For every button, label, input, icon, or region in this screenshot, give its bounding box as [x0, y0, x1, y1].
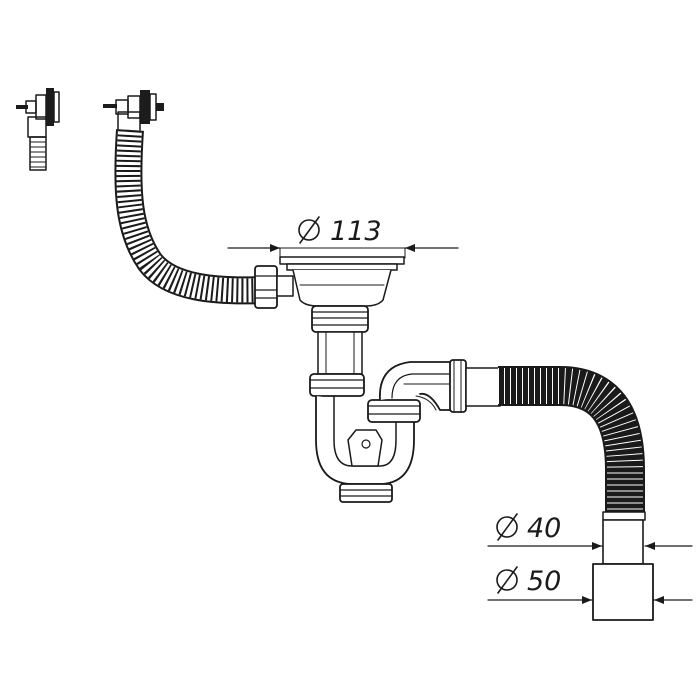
dimension-label-113: 113	[330, 216, 382, 247]
overflow-corrugated-hose	[114, 129, 266, 305]
dimension-outlet-50: 50	[487, 566, 693, 604]
dimension-label-40: 40	[527, 513, 561, 544]
outlet-elbow	[379, 359, 501, 413]
dimension-outlet-40: 40	[487, 513, 693, 550]
dimension-label-50: 50	[527, 566, 561, 597]
overflow-fitting-side-view	[16, 88, 60, 171]
bottle-trap	[309, 305, 421, 503]
diameter-symbol	[298, 216, 320, 244]
dimension-sink-diameter: 113	[227, 216, 459, 259]
overflow-fitting	[103, 90, 164, 133]
outlet-corrugated-hose	[498, 366, 645, 512]
sink-strainer	[254, 256, 405, 309]
diameter-symbol	[496, 566, 518, 594]
outlet-adapter	[592, 511, 654, 621]
diameter-symbol	[496, 513, 518, 541]
